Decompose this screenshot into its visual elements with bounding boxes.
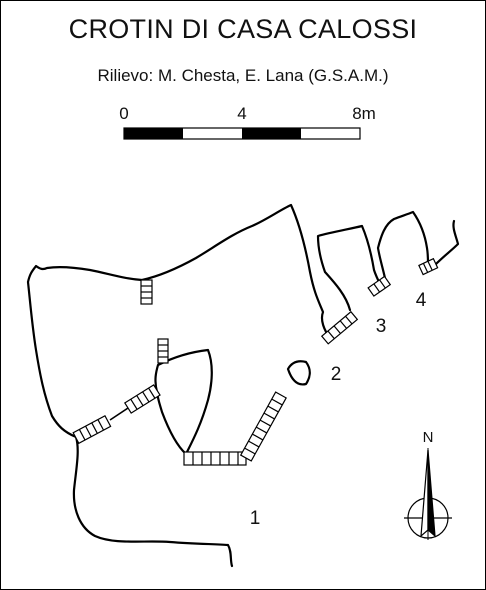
cave-wall-north (26, 203, 332, 439)
entrance-label-2: 2 (331, 364, 342, 385)
cave-wall-island (154, 348, 213, 456)
hatched-passages (72, 257, 439, 466)
hatch-band-entrance-3 (320, 310, 359, 345)
north-label: N (423, 429, 434, 446)
scale-tick-0: 0 (119, 104, 128, 123)
entrance-label-4: 4 (416, 290, 427, 311)
scale-bar: 0 4 8m (119, 104, 376, 140)
map-title: CROTIN DI CASA CALOSSI (68, 14, 418, 44)
cave-walls (26, 203, 460, 568)
scale-tick-8m: 8m (352, 104, 376, 123)
scale-tick-4: 4 (237, 104, 246, 123)
cave-wall-passage-4 (376, 210, 430, 285)
cave-wall-chamber-2 (286, 360, 311, 386)
north-arrow: N (404, 429, 452, 540)
cave-wall-passage-3 (316, 224, 382, 312)
hatch-band-passage-4 (367, 275, 392, 297)
hatch-band-diagonal-2 (239, 391, 287, 462)
hatch-band-entrance-1 (183, 451, 247, 466)
hatch-band-north (140, 279, 153, 305)
hatch-band-island-west (123, 384, 161, 414)
cave-wall-east (434, 219, 460, 266)
hatch-band-entrance-4 (418, 257, 439, 276)
cave-wall-west (72, 435, 234, 568)
hatch-band-west (72, 414, 112, 445)
survey-credit: Rilievo: M. Chesta, E. Lana (G.S.A.M.) (97, 66, 389, 85)
hatch-band-island-north (157, 338, 169, 364)
entrance-label-1: 1 (250, 508, 261, 529)
entrance-label-3: 3 (376, 316, 387, 337)
